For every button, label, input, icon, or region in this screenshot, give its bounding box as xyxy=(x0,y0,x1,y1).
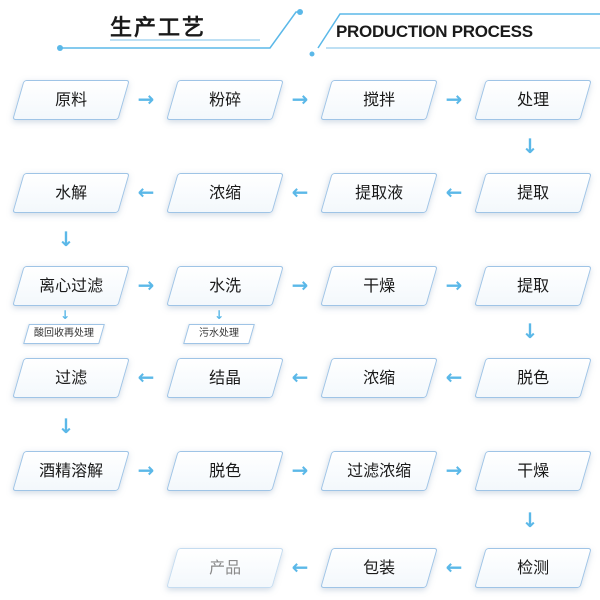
arrow-right-icon: → xyxy=(137,87,155,111)
step-product: 产品 xyxy=(166,548,284,588)
arrow-down-icon: ↓ xyxy=(521,508,539,532)
arrow-right-icon: → xyxy=(445,458,463,482)
arrow-right-icon: → xyxy=(291,87,309,111)
arrow-right-icon: → xyxy=(445,87,463,111)
step-decolor-1: 脱色 xyxy=(474,358,592,398)
arrow-right-icon: → xyxy=(291,458,309,482)
step-concentrate-2: 浓缩 xyxy=(320,358,438,398)
arrow-left-icon: ← xyxy=(137,180,155,204)
arrow-right-icon: → xyxy=(137,458,155,482)
arrow-left-icon: ← xyxy=(445,365,463,389)
page-title: 生产工艺 xyxy=(110,16,207,41)
arrow-left-icon: ← xyxy=(291,180,309,204)
arrow-left-icon: ← xyxy=(445,180,463,204)
step-drying-1: 干燥 xyxy=(320,266,438,306)
arrow-down-icon: ↓ xyxy=(59,308,71,322)
arrow-right-icon: → xyxy=(445,273,463,297)
arrow-left-icon: ← xyxy=(291,365,309,389)
step-extract-liquid: 提取液 xyxy=(320,173,438,213)
step-extraction-2: 提取 xyxy=(474,266,592,306)
note-wastewater: 污水处理 xyxy=(183,324,255,344)
arrow-down-icon: ↓ xyxy=(521,134,539,158)
step-raw-material: 原料 xyxy=(12,80,130,120)
step-packaging: 包装 xyxy=(320,548,438,588)
step-stirring: 搅拌 xyxy=(320,80,438,120)
step-decolor-2: 脱色 xyxy=(166,451,284,491)
header-decoration xyxy=(57,9,600,57)
arrow-down-icon: ↓ xyxy=(213,308,225,322)
arrow-down-icon: ↓ xyxy=(57,227,75,251)
step-filter: 过滤 xyxy=(12,358,130,398)
arrow-left-icon: ← xyxy=(445,555,463,579)
note-acid-recovery: 酸回收再处理 xyxy=(23,324,105,344)
step-extraction-1: 提取 xyxy=(474,173,592,213)
arrow-right-icon: → xyxy=(291,273,309,297)
step-treatment: 处理 xyxy=(474,80,592,120)
arrow-left-icon: ← xyxy=(137,365,155,389)
step-centrifugal-filter: 离心过滤 xyxy=(12,266,130,306)
step-filter-concentrate: 过滤浓缩 xyxy=(320,451,438,491)
step-crushing: 粉碎 xyxy=(166,80,284,120)
step-alcohol-dissolve: 酒精溶解 xyxy=(12,451,130,491)
arrow-left-icon: ← xyxy=(291,555,309,579)
arrow-down-icon: ↓ xyxy=(521,319,539,343)
step-washing: 水洗 xyxy=(166,266,284,306)
step-inspection: 检测 xyxy=(474,548,592,588)
arrow-right-icon: → xyxy=(137,273,155,297)
step-crystallize: 结晶 xyxy=(166,358,284,398)
page-subtitle: PRODUCTION PROCESS xyxy=(336,22,533,41)
step-drying-2: 干燥 xyxy=(474,451,592,491)
step-concentrate-1: 浓缩 xyxy=(166,173,284,213)
step-hydrolysis: 水解 xyxy=(12,173,130,213)
arrow-down-icon: ↓ xyxy=(57,414,75,438)
